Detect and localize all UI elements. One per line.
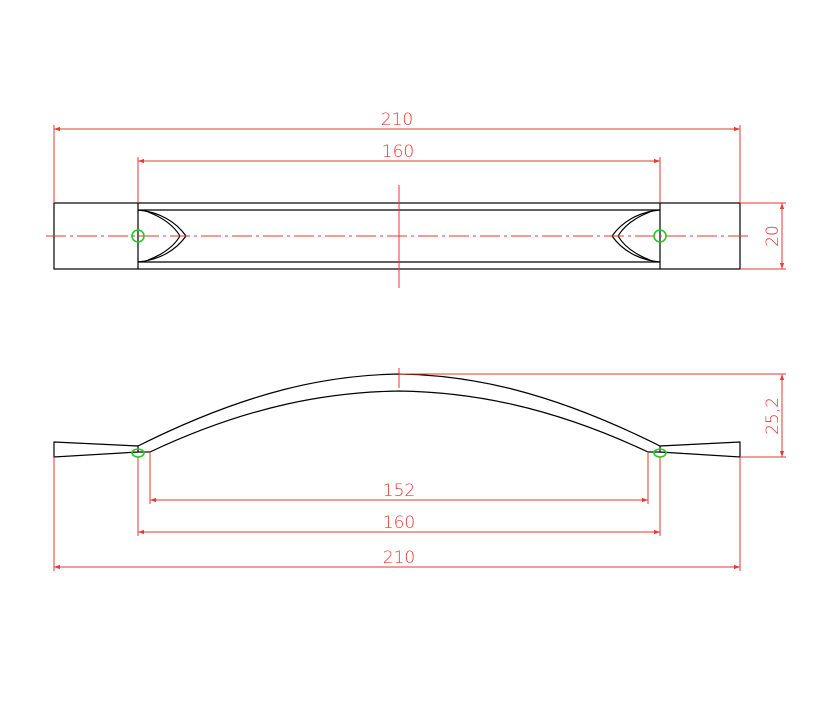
side-view-left-foot — [53, 441, 139, 458]
top-view-left-hole-icon — [131, 229, 145, 243]
side-160-label: 160 — [383, 513, 415, 533]
side-view: 25,2 152 160 210 — [53, 368, 786, 571]
side-view-inner-arch — [149, 390, 649, 453]
side-210-label: 210 — [383, 548, 415, 568]
top-view-right-hole-icon — [653, 229, 667, 243]
side-view-right-foot — [659, 441, 741, 458]
top-view: 210 160 20 — [46, 110, 786, 288]
top-20-label: 20 — [763, 225, 783, 247]
side-25-label: 25,2 — [763, 397, 783, 435]
top-210-label: 210 — [381, 110, 413, 130]
top-160-label: 160 — [382, 142, 414, 162]
side-152-label: 152 — [383, 481, 415, 501]
